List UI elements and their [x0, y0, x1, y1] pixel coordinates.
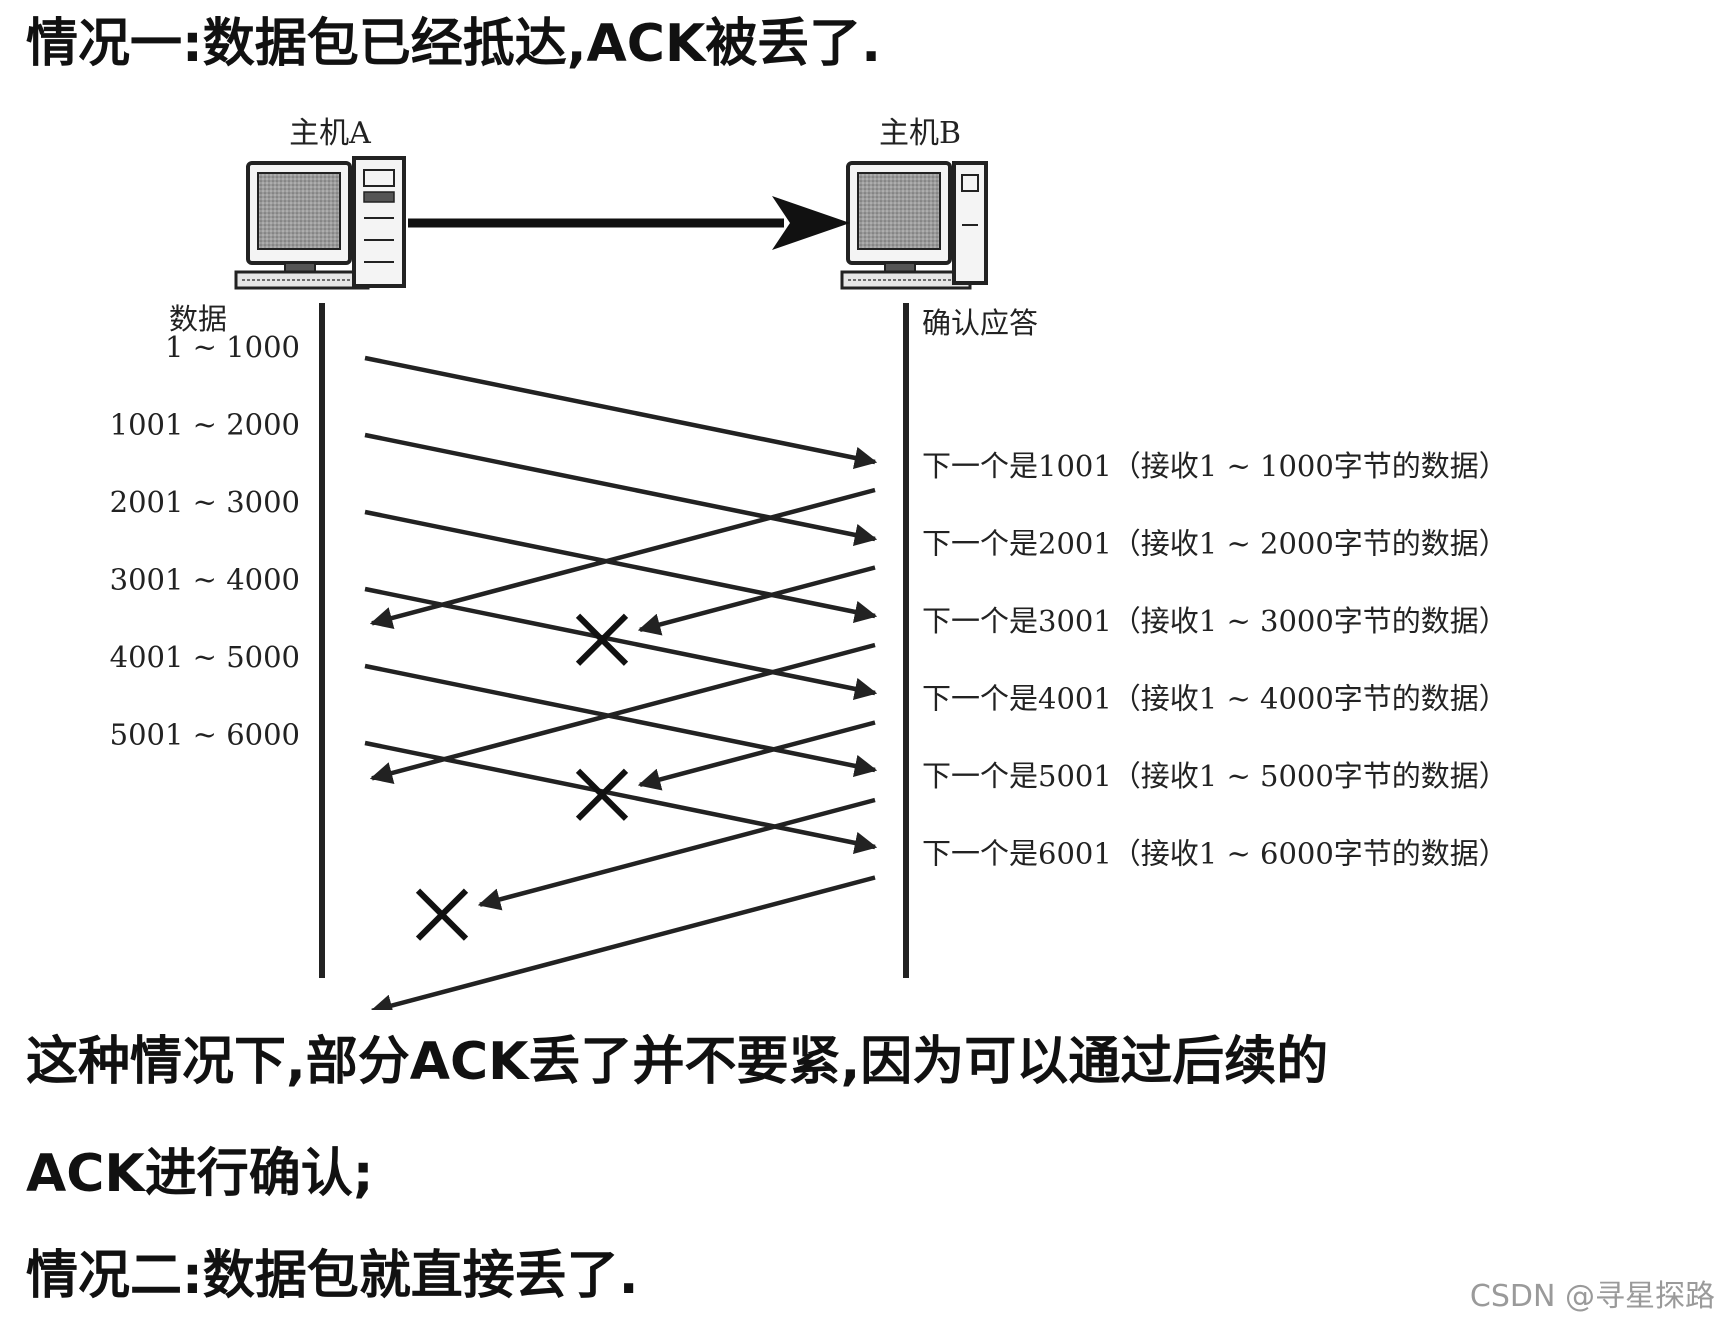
data-segment-arrow — [365, 358, 875, 462]
heading-case-two: 情况二:数据包就直接丢了. — [26, 1250, 639, 1302]
host-a-label: 主机A — [289, 116, 371, 151]
host-b-computer-icon — [842, 163, 986, 288]
data-segment-arrow — [365, 435, 875, 539]
csdn-watermark: CSDN @寻星探路 — [1470, 1271, 1715, 1315]
data-segment-label: 1 ~ 1000 — [165, 330, 300, 364]
explanation-line-1: 这种情况下,部分ACK丢了并不要紧,因为可以通过后续的 — [26, 1036, 1328, 1088]
ack-label: 下一个是4001（接收1 ~ 4000字节的数据） — [922, 682, 1508, 716]
ack-arrow — [372, 878, 875, 1011]
lost-ack-arrow — [640, 723, 875, 785]
host-a-to-host-b-arrow — [408, 196, 850, 250]
lost-ack-arrow — [480, 800, 875, 905]
ack-label: 下一个是5001（接收1 ~ 5000字节的数据） — [922, 759, 1508, 793]
data-segment-label: 1001 ~ 2000 — [110, 408, 300, 442]
data-segment-label: 5001 ~ 6000 — [110, 718, 300, 752]
ack-arrow — [372, 490, 875, 623]
data-segment-arrow — [365, 666, 875, 770]
data-segment-label: 3001 ~ 4000 — [110, 563, 300, 597]
ack-label: 下一个是3001（接收1 ~ 3000字节的数据） — [922, 604, 1508, 638]
ack-label: 下一个是2001（接收1 ~ 2000字节的数据） — [922, 527, 1508, 561]
ack-label: 下一个是6001（接收1 ~ 6000字节的数据） — [922, 837, 1508, 871]
ack-lost-x-mark-icon — [418, 891, 466, 939]
ack-label: 下一个是1001（接收1 ~ 1000字节的数据） — [922, 449, 1508, 483]
data-segment-label: 4001 ~ 5000 — [110, 640, 300, 674]
ack-column-label: 确认应答 — [922, 306, 1038, 340]
data-segment-label: 2001 ~ 3000 — [110, 485, 300, 519]
data-segment-arrow — [365, 512, 875, 616]
host-a-computer-icon — [236, 158, 404, 288]
explanation-line-2: ACK进行确认; — [26, 1148, 374, 1200]
host-b-label: 主机B — [879, 116, 961, 151]
